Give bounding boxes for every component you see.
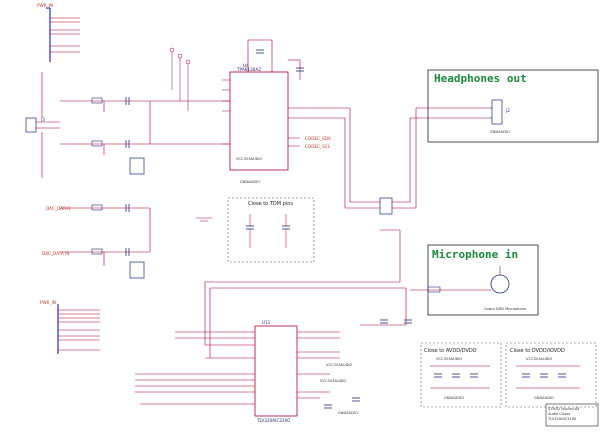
u11-body — [254, 325, 298, 417]
i2c-sda-label: CODEC_SDA — [305, 136, 331, 141]
u4-supply-caps — [256, 49, 304, 72]
microphone-part: Cobra SMD Microphone — [484, 307, 527, 311]
u11-vcc-label: VCC3V3AUDIO — [326, 363, 352, 367]
input-diode-packages — [129, 157, 145, 279]
u4-body — [229, 71, 289, 171]
title-line-3: TLV320AIC3100 — [547, 417, 577, 421]
input-caps — [125, 97, 130, 256]
u11-gnd-label: GNDAUDIO — [338, 411, 358, 415]
title-block — [545, 403, 599, 427]
tdm-box — [227, 197, 315, 263]
pwr-bus-label: PWR_IN — [37, 3, 53, 8]
hp-output-nets — [300, 107, 490, 209]
bottom-bus-entries — [58, 309, 100, 351]
connector-j3-label: J3 — [40, 117, 45, 122]
decoupling-right-gnd: GNDAUDIO — [534, 396, 554, 400]
headphones-gnd: GNDAUDIO — [490, 130, 510, 134]
decoupling-left-title: Close to AVDD/DVDD — [424, 348, 477, 354]
dac-data-in-label: DAC_DATA IN — [42, 251, 69, 256]
mid-ground-cluster — [196, 217, 212, 222]
u4-pins — [222, 79, 300, 147]
u4-vcc-label: VCC3V3AUDIO — [236, 157, 262, 161]
headphones-title: Headphones out — [434, 72, 527, 85]
decoupling-box-right — [505, 342, 597, 408]
u11-right-pins — [297, 331, 340, 399]
decoupling-right-vcc: VCC3V3AUDIO — [526, 357, 552, 361]
headphones-box — [427, 69, 599, 143]
title-line-2: Audio Codec — [548, 412, 571, 416]
u11-name: U11 — [262, 320, 271, 325]
tdm-box-title: Close to TDM pins — [248, 201, 293, 207]
test-points — [169, 47, 191, 111]
u4-part: TPA6130A2 — [236, 67, 261, 72]
microphone-box — [427, 244, 539, 316]
decoupling-caps — [434, 373, 566, 378]
headphone-jack — [490, 99, 503, 125]
ferrite-array — [379, 197, 393, 215]
tdm-caps — [246, 225, 290, 230]
u11-vcc-label-2: VCC3V3AUDIO — [320, 379, 346, 383]
decoupling-left-gnd: GNDAUDIO — [444, 396, 464, 400]
decoupling-rails — [430, 365, 580, 389]
i2c-scl-label: CODEC_SCL — [305, 144, 331, 149]
decoupling-right-title: Close to DVDD/IOVDD — [510, 348, 565, 354]
decoupling-left-vcc: VCC3V3AUDIO — [436, 357, 462, 361]
microphone-symbol — [490, 274, 510, 294]
u4-gnd-label: GNDAUDIO — [240, 180, 260, 184]
u11-part: TLV320AIC3100 — [256, 418, 290, 423]
mic-bias-net — [410, 266, 501, 293]
bottom-bus-label: PWR_IN — [40, 300, 56, 305]
dac-data1-label: DAC_DATA1 — [46, 206, 71, 211]
connector-j3 — [25, 117, 60, 133]
u11-to-output-nets — [204, 229, 407, 358]
tdm-wires — [249, 214, 287, 248]
connector-j2-label: J2 — [505, 108, 510, 113]
title-line-1: STM32 Nucleo-64 — [548, 407, 580, 411]
pwr-bus — [46, 7, 51, 62]
u11-right-caps — [324, 319, 412, 409]
input-rc-network — [60, 97, 230, 266]
u11-left-pins — [135, 331, 255, 405]
u4-name: U4 — [243, 63, 249, 68]
pwr-bus-entries — [50, 17, 80, 53]
microphone-title: Microphone in — [432, 248, 518, 261]
decoupling-box-left — [420, 342, 502, 408]
u4-supply-network — [247, 39, 301, 80]
